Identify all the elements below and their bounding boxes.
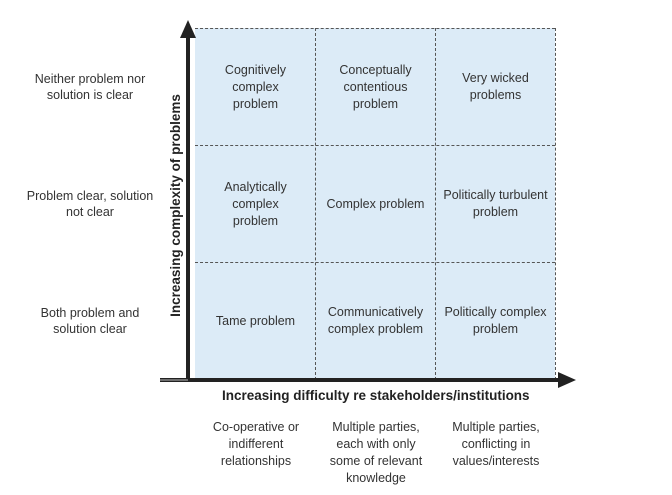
cell-tame: Tame problem bbox=[215, 313, 296, 328]
row-label-text: Problem clear, solution not clear bbox=[26, 189, 154, 219]
grid-line-col2 bbox=[435, 28, 436, 380]
grid-line-row1 bbox=[195, 145, 555, 146]
row-label-both-clear: Both problem and solution clear bbox=[0, 296, 180, 346]
row-label-text: Neither problem nor solution is clear bbox=[34, 72, 146, 102]
x-axis-title: Increasing difficulty re stakeholders/in… bbox=[222, 388, 530, 403]
matrix-grid bbox=[195, 28, 555, 380]
grid-line-row2 bbox=[195, 262, 555, 263]
col-label-cooperative: Co-operative or indifferent relationship… bbox=[212, 420, 300, 468]
cell-conceptually-contentious: Conceptually contentious problem bbox=[339, 62, 412, 111]
y-axis-arrowhead bbox=[180, 20, 196, 38]
grid-line-right bbox=[555, 28, 556, 380]
row-label-problem-clear: Problem clear, solution not clear bbox=[0, 179, 180, 229]
grid-line-top bbox=[195, 28, 555, 29]
cell-analytically-complex: Analytically complex problem bbox=[224, 179, 287, 228]
row-label-unclear: Neither problem nor solution is clear bbox=[0, 62, 180, 112]
row-label-text: Both problem and solution clear bbox=[40, 306, 140, 336]
x-axis-arrowhead bbox=[558, 372, 576, 388]
grid-line-col1 bbox=[315, 28, 316, 380]
cell-politically-turbulent: Politically turbulent problem bbox=[443, 188, 548, 219]
cell-communicatively-complex: Communicatively complex problem bbox=[327, 305, 424, 336]
cell-cognitively-complex: Cognitively complex problem bbox=[224, 62, 287, 111]
cell-complex: Complex problem bbox=[326, 196, 425, 211]
cell-politically-complex: Politically complex problem bbox=[444, 305, 547, 336]
col-label-multiple-parties-knowledge: Multiple parties, each with only some of… bbox=[329, 420, 423, 485]
col-label-multiple-parties-conflicting: Multiple parties, conflicting in values/… bbox=[452, 420, 540, 468]
cell-very-wicked: Very wicked problems bbox=[462, 71, 529, 102]
